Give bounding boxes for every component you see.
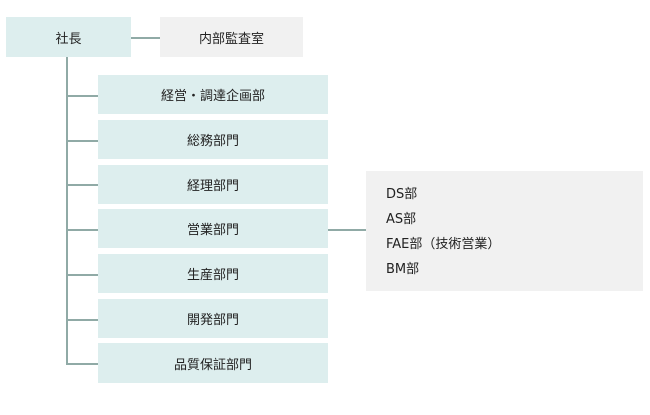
department-box: 生産部門 (98, 254, 328, 293)
department-label: 生産部門 (186, 268, 239, 283)
department-label: 開発部門 (186, 313, 239, 328)
connector-branch-4 (66, 274, 98, 276)
audit-office-label: 内部監査室 (198, 31, 264, 47)
department-label: 経理部門 (186, 179, 239, 194)
department-label: 総務部門 (186, 134, 239, 149)
audit-office-box: 内部監査室 (160, 17, 303, 57)
connector-branch-2 (66, 184, 98, 186)
department-label: 品質保証部門 (173, 357, 252, 373)
sales-subdivisions-box: DS部 AS部 FAE部（技術営業） BM部 (366, 171, 643, 291)
president-label: 社長 (55, 31, 82, 47)
subdivision-item: AS部 (386, 212, 417, 227)
subdivision-item: FAE部（技術営業） (386, 237, 501, 252)
connector-trunk (66, 57, 68, 364)
department-label: 経営・調達企画部 (160, 89, 265, 104)
department-box: 総務部門 (98, 120, 328, 159)
connector-branch-6 (66, 363, 98, 365)
connector-branch-5 (66, 319, 98, 321)
connector-branch-3 (66, 229, 98, 231)
connector-branch-1 (66, 140, 98, 142)
subdivision-item: BM部 (386, 262, 420, 277)
connector-branch-0 (66, 95, 98, 97)
department-box: 開発部門 (98, 299, 328, 338)
department-label: 営業部門 (186, 223, 239, 238)
connector-president-audit (131, 37, 160, 39)
connector-sales-subdivisions (328, 229, 366, 231)
department-box: 営業部門 (98, 209, 328, 248)
subdivision-item: DS部 (386, 187, 418, 202)
department-box: 経営・調達企画部 (98, 75, 328, 114)
department-box: 品質保証部門 (98, 343, 328, 383)
department-box: 経理部門 (98, 165, 328, 204)
president-box: 社長 (6, 17, 131, 57)
